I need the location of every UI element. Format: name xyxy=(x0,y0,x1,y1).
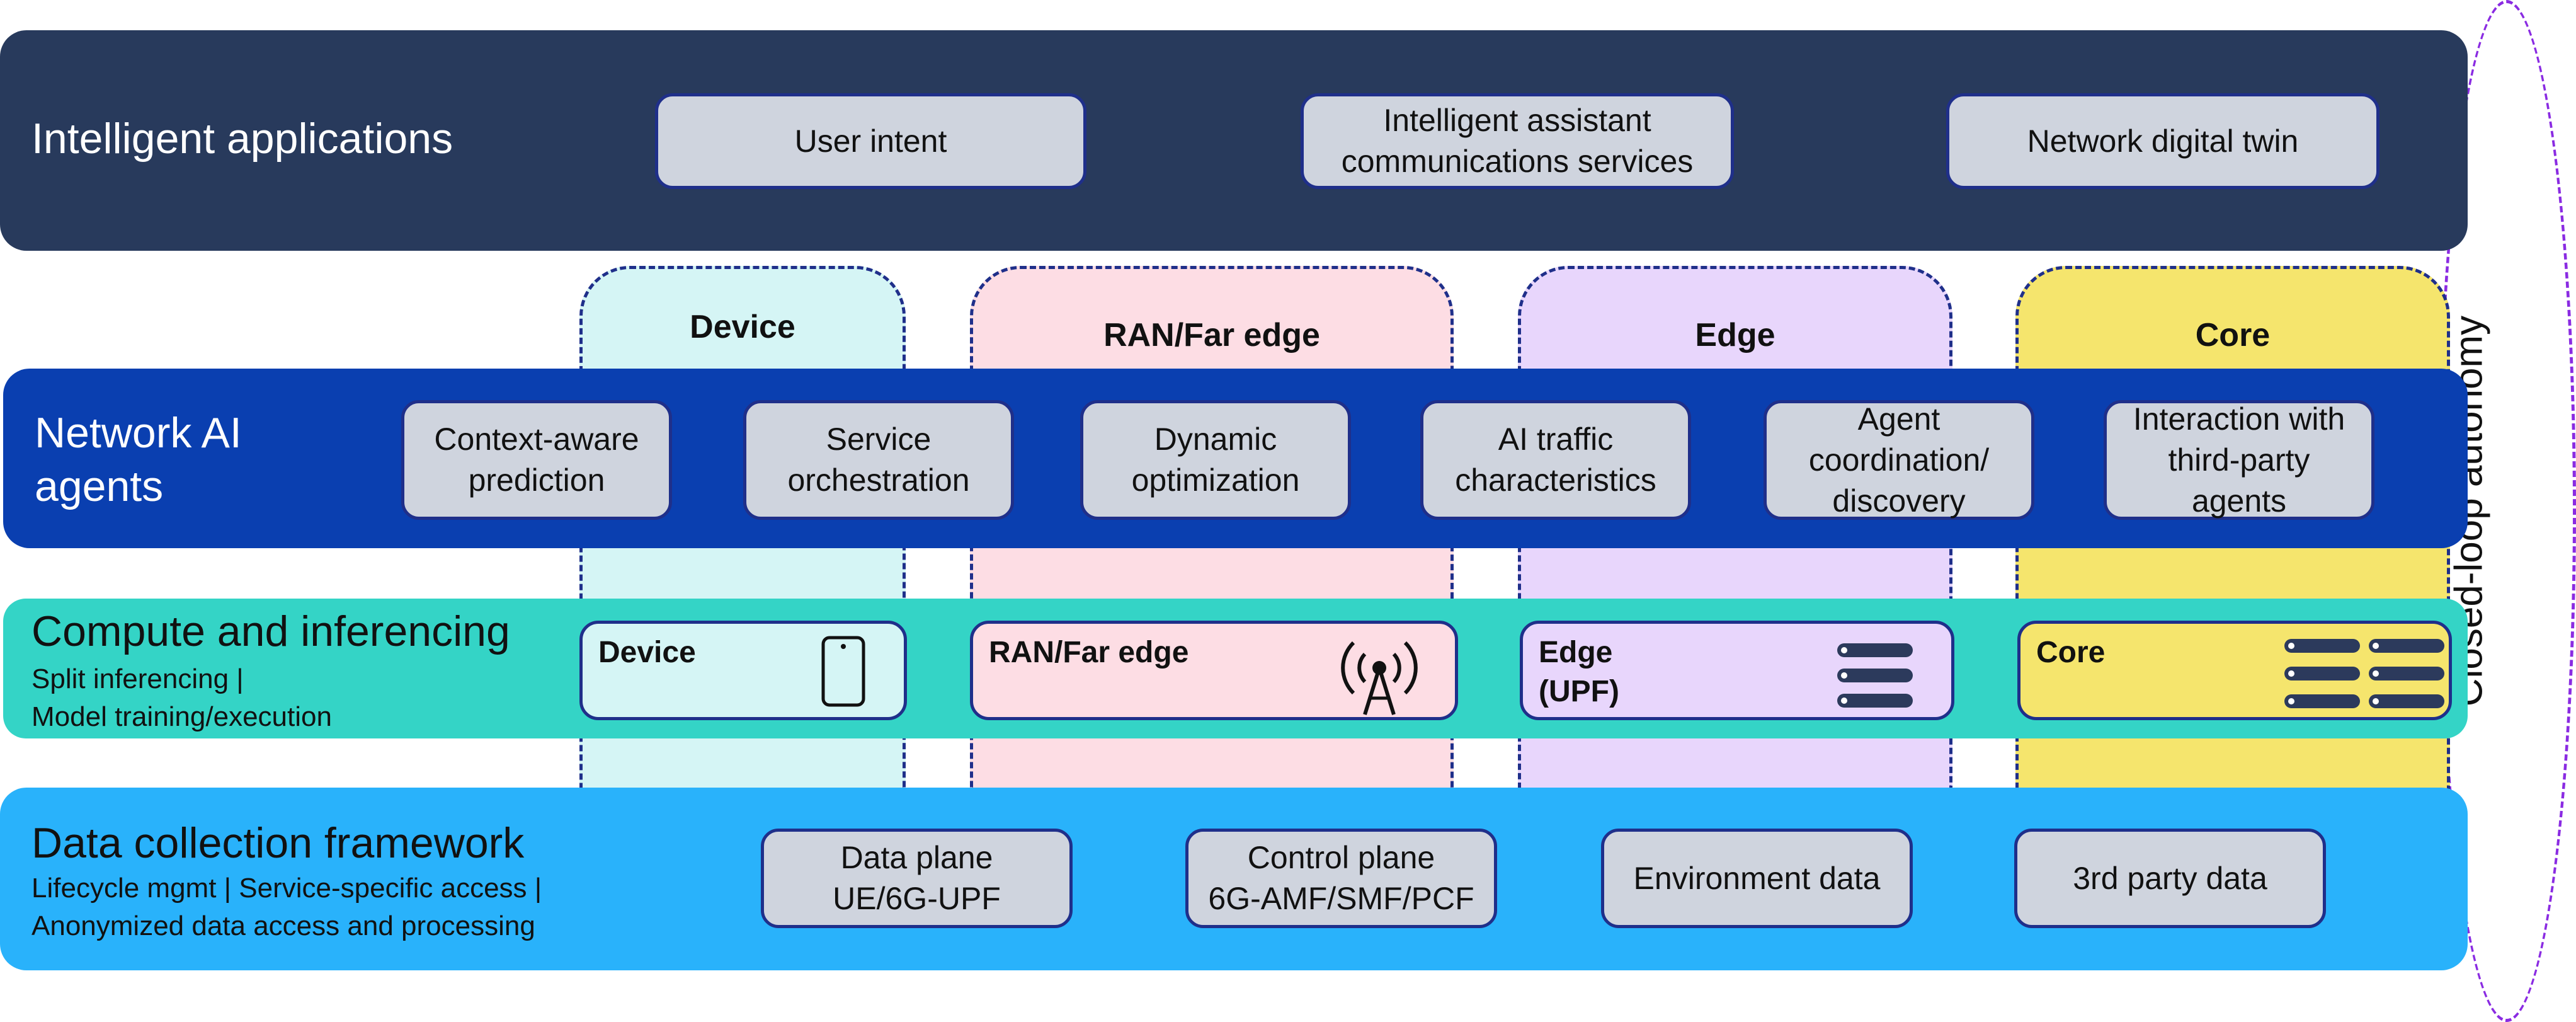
data-collection-sub-line1: Lifecycle mgmt | Service-specific access… xyxy=(31,873,542,904)
data-collection-sub-line2: Anonymized data access and processing xyxy=(31,910,535,941)
network-ai-agents-band: Network AI agents Context-aware predicti… xyxy=(3,369,2468,548)
compute-box-edge: Edge (UPF) xyxy=(1520,621,1954,720)
compute-box-core: Core xyxy=(2017,621,2452,720)
data-collection-title: Data collection framework xyxy=(31,819,525,867)
server-stack-icon xyxy=(1837,643,1913,708)
compute-inferencing-title: Compute and inferencing xyxy=(31,607,510,655)
compute-inferencing-sub-line2: Model training/execution xyxy=(31,701,332,732)
network-ai-agents-title: Network AI agents xyxy=(35,406,242,514)
network-ai-agents-title-line1: Network AI xyxy=(35,409,242,457)
app-box-user-intent: User intent xyxy=(655,93,1086,189)
compute-box-device-label: Device xyxy=(598,636,696,669)
app-box-assistant-services: Intelligent assistant communications ser… xyxy=(1301,93,1734,189)
agent-box-third-party: Interaction with third-party agents xyxy=(2104,400,2374,520)
smartphone-icon xyxy=(821,636,865,707)
compute-inferencing-band: Compute and inferencing Split inferencin… xyxy=(3,599,2468,738)
column-core-label: Core xyxy=(2195,317,2271,353)
data-box-control-plane: Control plane 6G-AMF/SMF/PCF xyxy=(1185,829,1497,928)
agent-box-context-aware: Context-aware prediction xyxy=(401,400,672,520)
compute-box-ran: RAN/Far edge xyxy=(970,621,1458,720)
compute-box-edge-line2: (UPF) xyxy=(1539,675,1619,709)
column-edge-label: Edge xyxy=(1695,317,1775,353)
compute-inferencing-sub-line1: Split inferencing | xyxy=(31,663,244,694)
compute-box-core-label: Core xyxy=(2036,636,2106,669)
network-ai-agents-title-line2: agents xyxy=(35,462,164,510)
data-box-control-plane-line2: 6G-AMF/SMF/PCF xyxy=(1208,881,1474,916)
data-box-data-plane: Data plane UE/6G-UPF xyxy=(761,829,1073,928)
app-box-digital-twin: Network digital twin xyxy=(1946,93,2379,189)
column-ran-label: RAN/Far edge xyxy=(1103,317,1320,353)
agent-box-dynamic-optimization: Dynamic optimization xyxy=(1080,400,1351,520)
column-device-label: Device xyxy=(690,309,795,345)
data-box-third-party: 3rd party data xyxy=(2014,829,2326,928)
data-box-data-plane-line1: Data plane xyxy=(840,840,993,875)
intelligent-applications-title: Intelligent applications xyxy=(31,115,453,163)
data-box-control-plane-line1: Control plane xyxy=(1247,840,1435,875)
intelligent-applications-band: Intelligent applications User intent Int… xyxy=(0,30,2468,251)
data-box-environment: Environment data xyxy=(1601,829,1913,928)
compute-box-ran-label: RAN/Far edge xyxy=(989,636,1189,669)
antenna-tower-icon xyxy=(1341,641,1418,715)
data-box-data-plane-line2: UE/6G-UPF xyxy=(833,881,1001,916)
agent-box-service-orchestration: Service orchestration xyxy=(743,400,1014,520)
compute-box-edge-line1: Edge xyxy=(1539,636,1613,669)
agent-box-ai-traffic: AI traffic characteristics xyxy=(1420,400,1691,520)
agent-box-agent-coordination: Agent coordination/ discovery xyxy=(1764,400,2034,520)
server-rack-icon xyxy=(2284,639,2444,708)
compute-box-device: Device xyxy=(579,621,907,720)
data-collection-band: Data collection framework Lifecycle mgmt… xyxy=(0,788,2468,970)
compute-box-edge-label: Edge (UPF) xyxy=(1539,633,1619,712)
